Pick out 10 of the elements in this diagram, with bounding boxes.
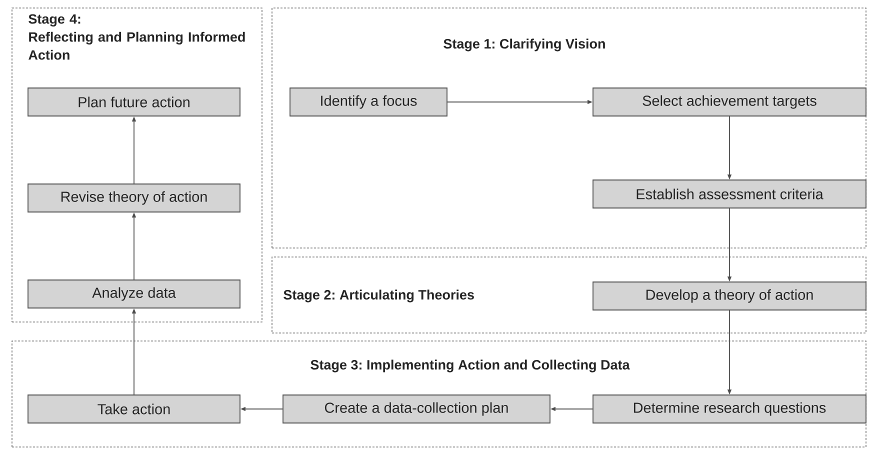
process-box: Develop a theory of action [592, 282, 866, 310]
process-box: Take action [28, 394, 240, 424]
process-box: Revise theory of action [28, 184, 240, 212]
process-box: Establish assessment criteria [592, 180, 866, 208]
process-box: Select achievement targets [592, 88, 866, 116]
process-box: Determine research questions [592, 394, 866, 424]
process-box: Identify a focus [290, 88, 448, 116]
process-box: Create a data-collection plan [282, 394, 550, 424]
process-box: Plan future action [28, 88, 240, 116]
process-box: Analyze data [28, 280, 240, 308]
